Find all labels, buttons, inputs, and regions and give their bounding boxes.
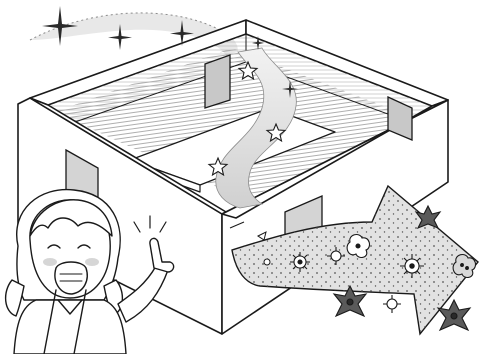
cheek [85,258,99,266]
back-window [205,55,230,108]
cheek [43,258,57,266]
